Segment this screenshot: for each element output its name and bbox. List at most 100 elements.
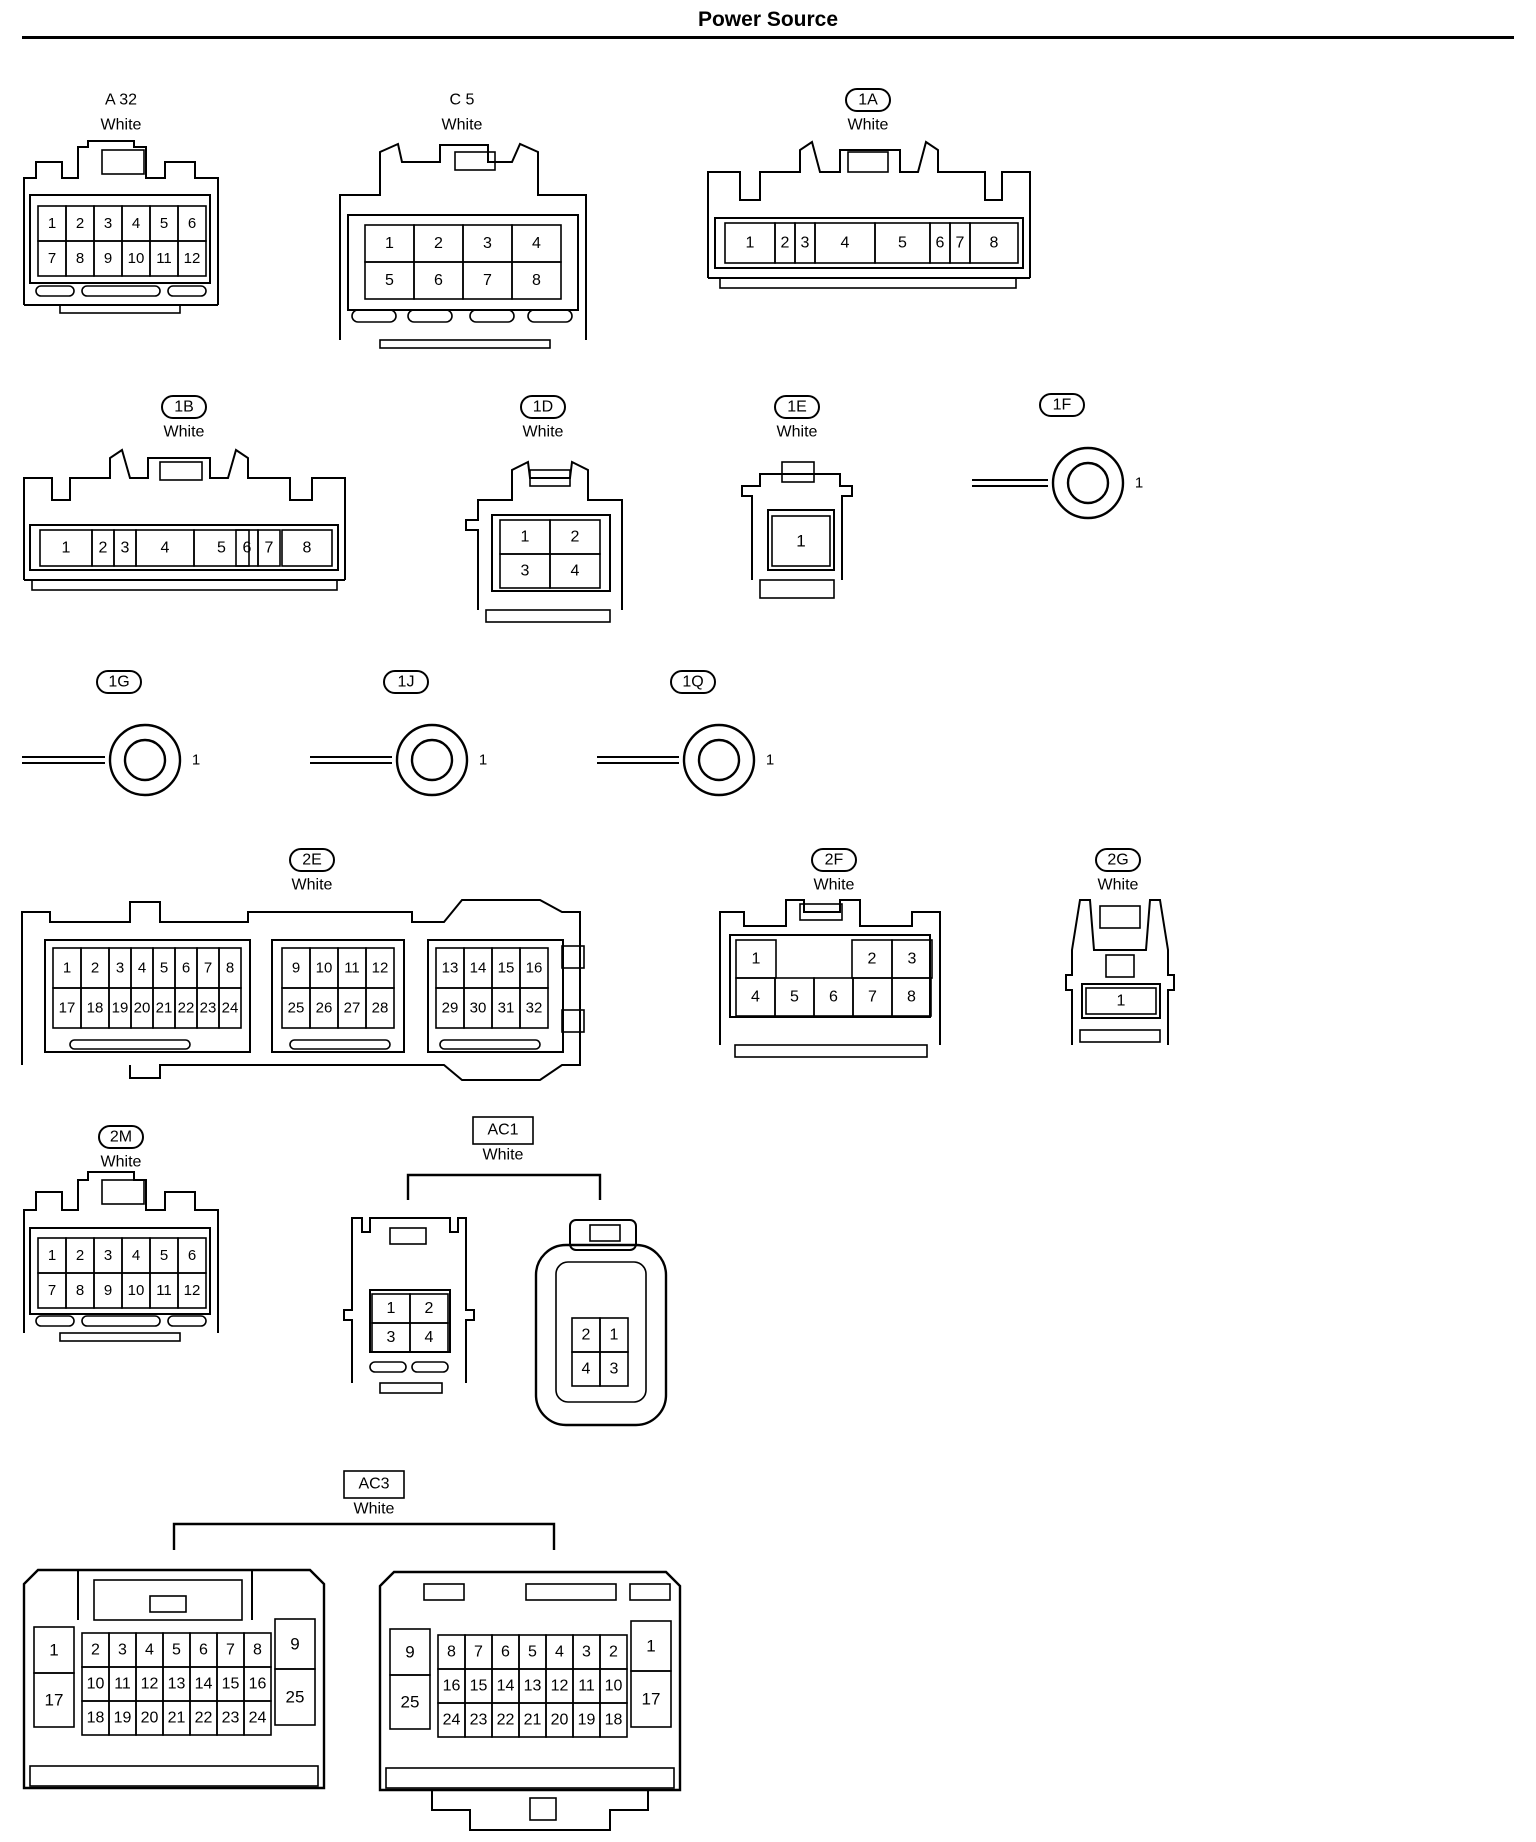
connector-code: 2G <box>1107 852 1128 869</box>
connector-code-oval <box>670 670 716 694</box>
pin-number: 14 <box>470 960 487 977</box>
pin-number: 6 <box>829 989 838 1006</box>
pin-number: 4 <box>132 215 140 232</box>
pin-number: 5 <box>528 1644 537 1661</box>
pin-number: 2 <box>425 1300 434 1317</box>
ring-terminal-outer <box>395 723 469 797</box>
ring-terminal-hole <box>697 738 741 782</box>
pin-number: 21 <box>168 1710 186 1727</box>
pin-number: 15 <box>498 960 515 977</box>
connector-color: White <box>164 424 205 441</box>
ring-terminal-hole <box>123 738 167 782</box>
pin-number: 3 <box>908 951 917 968</box>
housing <box>378 1570 682 1792</box>
pin-number: 1 <box>796 532 805 551</box>
pin-number: 8 <box>532 272 541 289</box>
pin-number: 6 <box>936 235 945 252</box>
pin-number: 1 <box>1117 993 1126 1010</box>
page-title: Power Source <box>697 8 839 31</box>
pin-number: 18 <box>87 1000 104 1017</box>
pin-number: 3 <box>801 235 810 252</box>
pin-number: 1 <box>610 1327 619 1344</box>
connector-code-oval <box>1095 848 1141 872</box>
pin-number: 3 <box>116 960 124 977</box>
terminal-1j: 1J 1 <box>310 670 487 797</box>
connector-color: White <box>523 424 564 441</box>
pin-number: 23 <box>470 1712 488 1729</box>
pin-number: 4 <box>532 235 541 252</box>
pin-number: 3 <box>104 215 112 232</box>
pin-number: 5 <box>160 1247 168 1264</box>
pin-cell <box>177 1272 207 1309</box>
pin-number: 6 <box>243 540 252 557</box>
connector-code: C 5 <box>450 92 475 109</box>
connector-code-oval <box>96 670 142 694</box>
pin-number: 25 <box>286 1688 305 1707</box>
pin-cell <box>771 515 831 567</box>
pin-number: 7 <box>474 1644 483 1661</box>
pin-number: 2 <box>76 215 84 232</box>
connector-code-oval <box>98 1125 144 1149</box>
pin-number: 10 <box>128 250 145 267</box>
connector-code-oval <box>774 395 820 419</box>
terminal-number: 1 <box>479 752 487 769</box>
pin-number: 31 <box>498 1000 515 1017</box>
pin-number: 10 <box>605 1678 623 1695</box>
connector-code: 1D <box>533 399 553 416</box>
pin-number: 15 <box>470 1678 488 1695</box>
pin-number: 6 <box>501 1644 510 1661</box>
connector-code: 1J <box>398 674 415 691</box>
pin-number: 7 <box>204 960 212 977</box>
pin-number: 8 <box>76 1282 84 1299</box>
pin-number: 19 <box>112 1000 129 1017</box>
pin-number: 1 <box>62 540 71 557</box>
housing <box>22 1568 326 1790</box>
connector-color: White <box>1098 877 1139 894</box>
pin-number: 2 <box>868 951 877 968</box>
latch-slot <box>407 309 453 323</box>
pin-number: 26 <box>316 1000 333 1017</box>
pin-number: 3 <box>104 1247 112 1264</box>
pin-cell <box>243 1700 272 1736</box>
latch-slot <box>439 1039 541 1050</box>
pin-number: 1 <box>646 1637 655 1656</box>
pin-cell <box>33 1672 75 1728</box>
latch-slot <box>35 1315 75 1327</box>
pin-number: 12 <box>551 1678 569 1695</box>
pin-number: 5 <box>160 960 168 977</box>
pin-number: 13 <box>524 1678 542 1695</box>
pin-number: 1 <box>48 1247 56 1264</box>
connector-code-oval <box>845 88 891 112</box>
pin-number: 14 <box>195 1676 213 1693</box>
pin-number: 23 <box>200 1000 217 1017</box>
pin-number: 1 <box>48 215 56 232</box>
pin-number: 12 <box>141 1676 159 1693</box>
pin-cell <box>511 261 562 300</box>
pin-number: 10 <box>128 1282 145 1299</box>
pin-number: 12 <box>184 250 201 267</box>
latch-slot <box>81 285 161 297</box>
pin-number: 9 <box>290 1635 299 1654</box>
pin-number: 6 <box>434 272 443 289</box>
latch-slot <box>167 285 207 297</box>
pin-number: 9 <box>104 1282 112 1299</box>
ring-terminal-hole <box>410 738 454 782</box>
pin-number: 1 <box>746 235 755 252</box>
pin-number: 30 <box>470 1000 487 1017</box>
pin-number: 32 <box>526 1000 543 1017</box>
pin-number: 17 <box>642 1690 661 1709</box>
connector-code-oval <box>520 395 566 419</box>
pin-cell <box>630 1670 672 1728</box>
latch-slot <box>527 309 573 323</box>
pin-number: 16 <box>249 1676 267 1693</box>
pin-number: 29 <box>442 1000 459 1017</box>
connector-code: 2E <box>302 852 322 869</box>
pin-number: 18 <box>87 1710 105 1727</box>
connector-code: 1A <box>858 92 878 109</box>
